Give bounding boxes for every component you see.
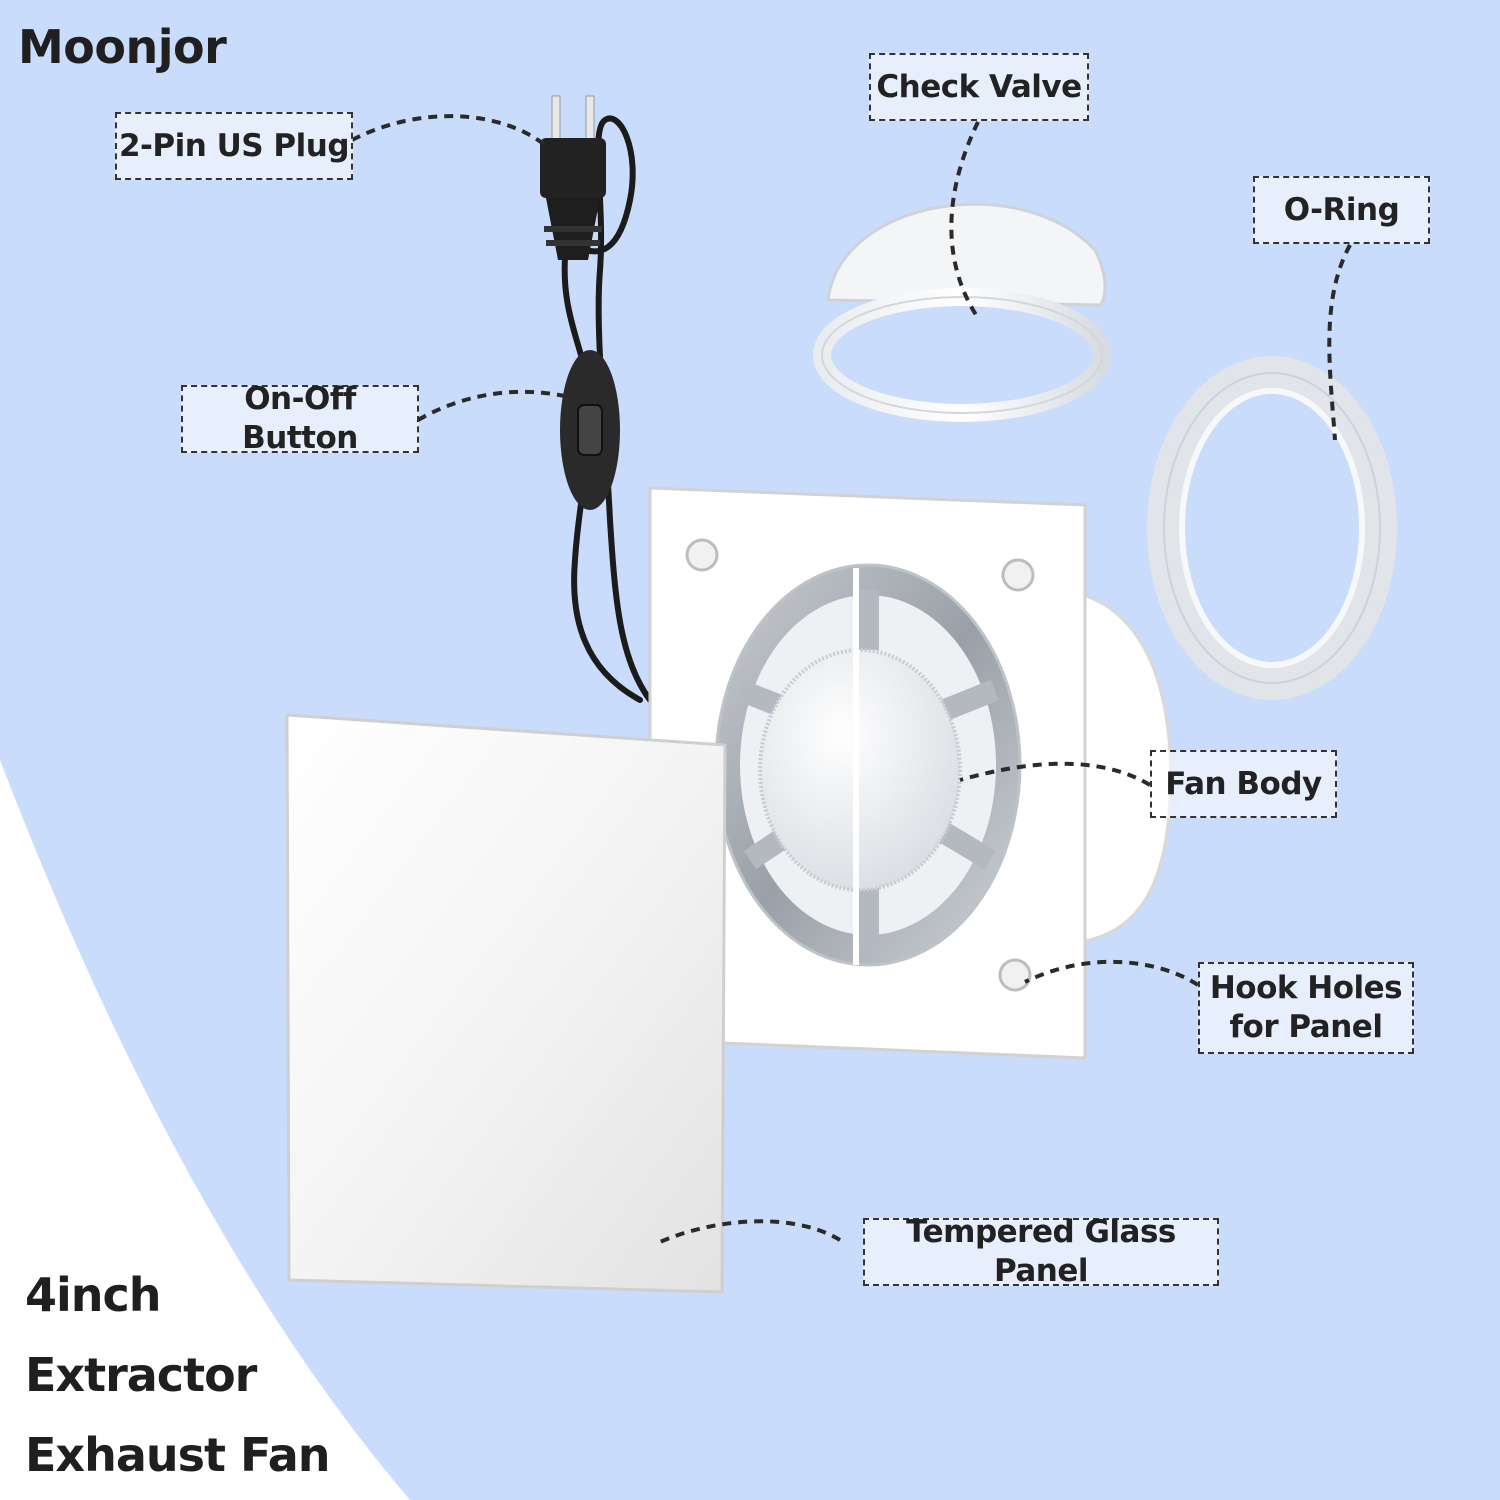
- switch-icon: [560, 350, 620, 510]
- brand-logo-text: Moonjor: [18, 20, 227, 74]
- callout-check-valve: Check Valve: [869, 53, 1089, 121]
- callout-label-line1: Hook Holes: [1209, 970, 1403, 1007]
- callout-2-pin-us-plug: 2-Pin US Plug: [115, 112, 353, 180]
- callout-tempered-glass-panel: Tempered Glass Panel: [863, 1214, 1219, 1289]
- callout-label: Fan Body: [1165, 765, 1322, 802]
- callout-label: 2-Pin US Plug: [118, 127, 350, 164]
- background-curve-shape: [0, 760, 410, 1500]
- glass-panel-shape: [285, 713, 727, 1294]
- callout-fan-body: Fan Body: [1150, 750, 1337, 818]
- callout-o-ring: O-Ring: [1253, 176, 1430, 244]
- fan-body-shape: [648, 486, 1087, 1060]
- callout-label: Check Valve: [876, 68, 1082, 105]
- leader-lines: [351, 114, 1352, 1244]
- callout-hook-holes-for-panel: Hook Holes for Panel: [1198, 962, 1414, 1054]
- product-title-line2: Extractor: [25, 1348, 257, 1402]
- callout-label: On-Off Button: [242, 381, 358, 456]
- plug-icon: [540, 95, 606, 260]
- callout-label-line2: for Panel: [1229, 1009, 1383, 1045]
- product-title-line3: Exhaust Fan: [25, 1428, 331, 1482]
- callout-label: O-Ring: [1283, 191, 1400, 228]
- product-title-line1: 4inch: [25, 1268, 162, 1322]
- o-ring-shape: [1147, 356, 1397, 700]
- callout-label: Tempered Glass Panel: [906, 1214, 1176, 1289]
- check-valve-shape: [813, 202, 1111, 422]
- callout-on-off-button: On-Off Button: [181, 381, 419, 456]
